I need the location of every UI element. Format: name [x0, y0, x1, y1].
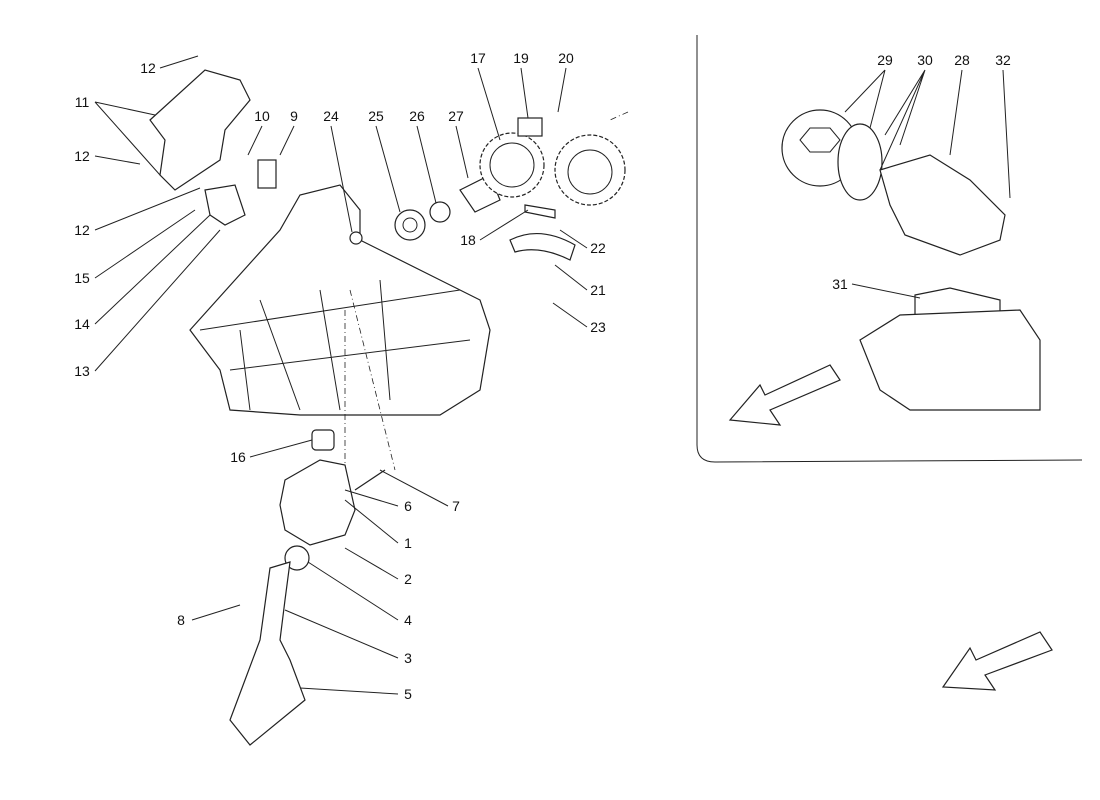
callout-6: 6	[404, 498, 412, 514]
direction-arrow-icon	[941, 631, 1053, 691]
callout-31: 31	[832, 276, 848, 292]
engine-block	[189, 184, 491, 416]
callout-18: 18	[460, 232, 476, 248]
callout-16: 16	[230, 449, 246, 465]
callout-22: 22	[590, 240, 606, 256]
callout-28: 28	[954, 52, 970, 68]
callout-29: 29	[877, 52, 893, 68]
callout-23: 23	[590, 319, 606, 335]
callout-9: 9	[290, 108, 298, 124]
callout-1: 1	[404, 535, 412, 551]
callout-7: 7	[452, 498, 460, 514]
oil-pump-part	[279, 459, 356, 546]
callout-25: 25	[368, 108, 384, 124]
plug-part	[311, 429, 335, 451]
callout-32: 32	[995, 52, 1011, 68]
callout-4: 4	[404, 612, 412, 628]
callout-15: 15	[74, 270, 90, 286]
bracket-part	[149, 69, 251, 191]
cylinder-head-part	[859, 309, 1041, 411]
callout-19: 19	[513, 50, 529, 66]
leader-lines	[94, 55, 1011, 695]
callout-12: 12	[140, 60, 156, 76]
filter-housing-part	[879, 154, 1006, 256]
callout-30: 30	[917, 52, 933, 68]
sprocket-part	[479, 132, 545, 198]
callout-5: 5	[404, 686, 412, 702]
callout-2: 2	[404, 571, 412, 587]
bearing-part	[394, 209, 426, 241]
callout-24: 24	[323, 108, 339, 124]
callout-8: 8	[177, 612, 185, 628]
callout-3: 3	[404, 650, 412, 666]
inset-frame	[696, 35, 1083, 463]
callout-17: 17	[470, 50, 486, 66]
direction-arrow-icon	[728, 364, 841, 426]
sensor-part	[257, 159, 277, 189]
pickup-pipe-part	[229, 561, 306, 746]
callout-10: 10	[254, 108, 270, 124]
callout-13: 13	[74, 363, 90, 379]
callout-21: 21	[590, 282, 606, 298]
callout-26: 26	[409, 108, 425, 124]
callout-14: 14	[74, 316, 90, 332]
callout-12: 12	[74, 222, 90, 238]
callout-20: 20	[558, 50, 574, 66]
callout-27: 27	[448, 108, 464, 124]
callout-11: 11	[74, 94, 90, 110]
callout-12: 12	[74, 148, 90, 164]
